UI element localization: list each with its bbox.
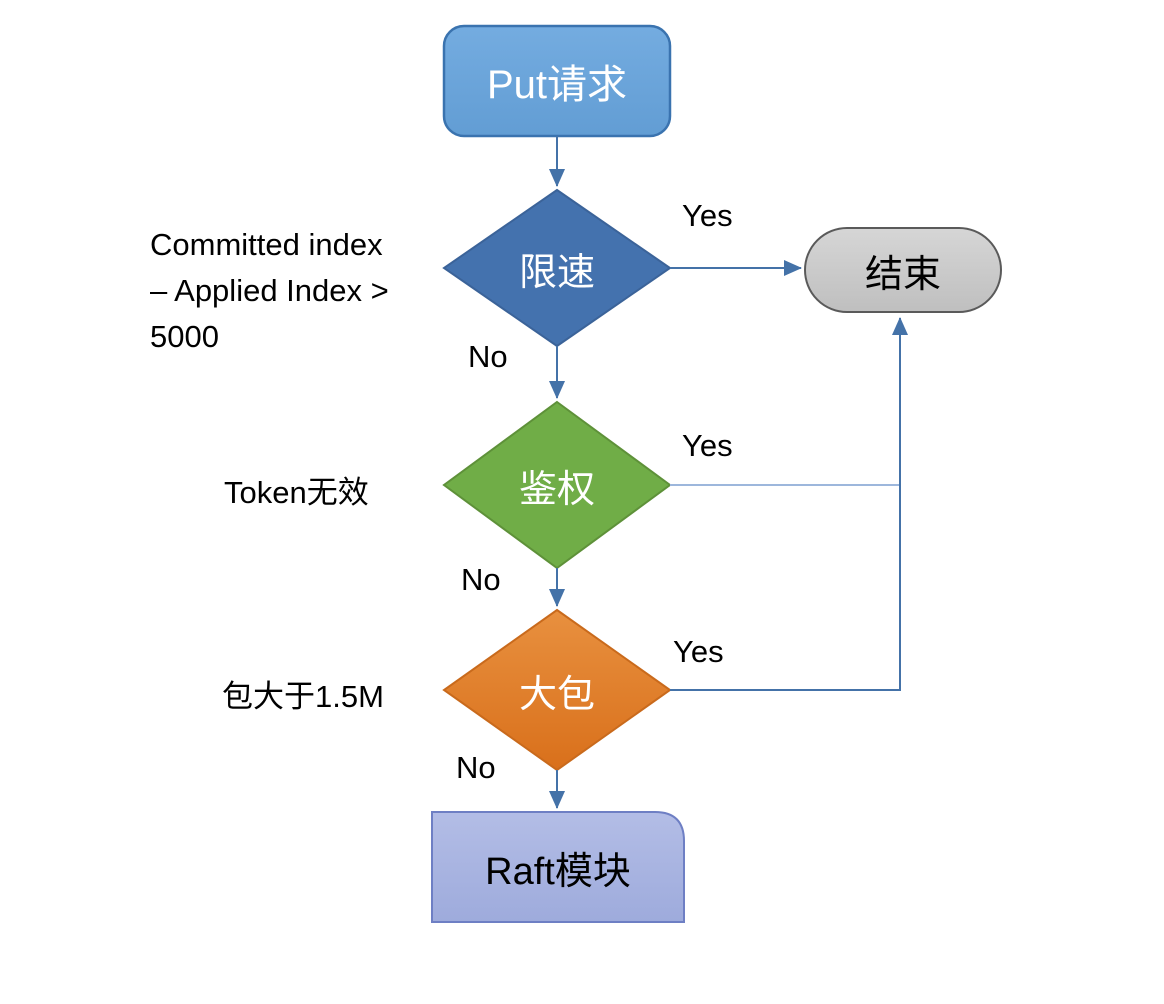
- edge-label-auth-no: No: [461, 562, 501, 597]
- edge-label-auth-yes: Yes: [682, 428, 733, 463]
- edge-label-big-packet-no: No: [456, 750, 496, 785]
- node-end-shape[interactable]: [804, 227, 1002, 313]
- edge-label-rate-limit-no: No: [468, 339, 508, 374]
- condition-label-auth: Token无效: [224, 475, 369, 510]
- edge-big-packet-yes-to-end: [670, 317, 908, 691]
- edge-label-rate-limit-yes: Yes: [682, 198, 733, 233]
- condition-label-rate-limit: Committed index – Applied Index > 5000: [150, 227, 389, 354]
- condition-label-big-packet: 包大于1.5M: [222, 679, 384, 714]
- edge-label-big-packet-yes: Yes: [673, 634, 724, 669]
- node-raft-shape[interactable]: [431, 811, 685, 923]
